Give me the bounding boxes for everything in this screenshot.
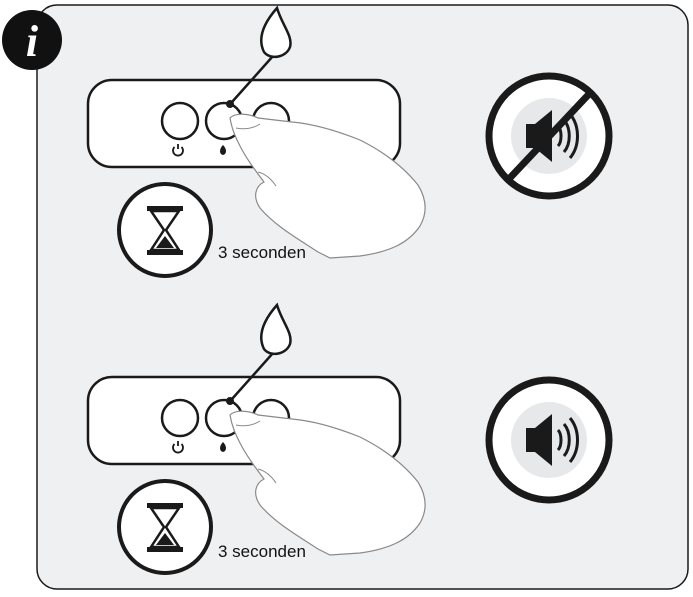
duration-label: 3 seconden: [218, 542, 306, 561]
sound-status: [489, 76, 609, 196]
info-badge: i: [2, 10, 62, 70]
duration-label: 3 seconden: [218, 243, 306, 262]
power-button: [162, 103, 198, 139]
pointer-dot: [226, 100, 234, 108]
power-button: [162, 400, 198, 436]
sound-status: [489, 380, 609, 500]
svg-text:i: i: [26, 17, 39, 66]
pointer-dot: [226, 397, 234, 405]
